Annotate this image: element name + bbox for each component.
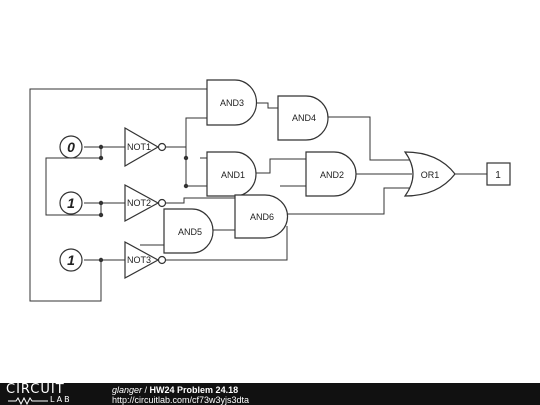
circuit-meta: glanger / HW24 Problem 24.18 http://circ…: [112, 385, 249, 405]
not-gate-2-label: NOT2: [127, 198, 151, 208]
input-value-2: 1: [67, 195, 75, 211]
not-gate-3[interactable]: NOT3: [124, 240, 167, 280]
output-probe[interactable]: 1: [486, 162, 511, 186]
not-gate-1[interactable]: NOT1: [124, 126, 167, 168]
input-value-1: 0: [67, 139, 75, 155]
or-gate-1[interactable]: OR1: [403, 151, 456, 197]
input-source-3[interactable]: 1: [59, 248, 83, 272]
and-gate-1-label: AND1: [221, 170, 245, 180]
not-gate-2[interactable]: NOT2: [124, 183, 167, 223]
circuit-url[interactable]: http://circuitlab.com/cf73w3yjs3dta: [112, 395, 250, 405]
input-value-3: 1: [67, 252, 75, 268]
logo-text-top: CIRCUIT: [6, 382, 65, 397]
output-value: 1: [495, 170, 501, 181]
junction-dots: [98, 144, 189, 263]
input-source-2[interactable]: 1: [59, 191, 83, 215]
and-gate-2[interactable]: AND2: [305, 151, 357, 197]
not-gate-3-label: NOT3: [127, 255, 151, 265]
and-gate-1[interactable]: AND1: [206, 151, 257, 197]
footer-bar: CIRCUIT LAB glanger / HW24 Problem 24.18…: [0, 383, 540, 405]
and-gate-2-label: AND2: [320, 170, 344, 180]
circuit-title: HW24 Problem 24.18: [149, 385, 239, 395]
and-gate-4[interactable]: AND4: [277, 95, 329, 141]
and-gate-3[interactable]: AND3: [206, 79, 258, 126]
and-gate-5-label: AND5: [178, 227, 202, 237]
resistor-icon: [8, 397, 48, 405]
and-gate-5[interactable]: AND5: [163, 208, 214, 254]
not-gate-1-label: NOT1: [127, 142, 151, 152]
and-gate-6[interactable]: AND6: [234, 194, 289, 239]
circuitlab-logo[interactable]: CIRCUIT LAB: [6, 383, 98, 405]
and-gate-6-label: AND6: [250, 212, 274, 222]
logo-text-bottom: LAB: [50, 395, 72, 404]
input-source-1[interactable]: 0: [59, 135, 83, 159]
meta-separator: /: [142, 385, 150, 395]
and-gate-3-label: AND3: [220, 98, 244, 108]
or-gate-1-label: OR1: [421, 170, 440, 180]
and-gate-4-label: AND4: [292, 113, 316, 123]
author-name[interactable]: glanger: [112, 385, 143, 395]
circuit-diagram: 0 1 1 NOT1 NOT2 NOT3 AND3 AND4 AND1 AND2: [29, 79, 511, 302]
